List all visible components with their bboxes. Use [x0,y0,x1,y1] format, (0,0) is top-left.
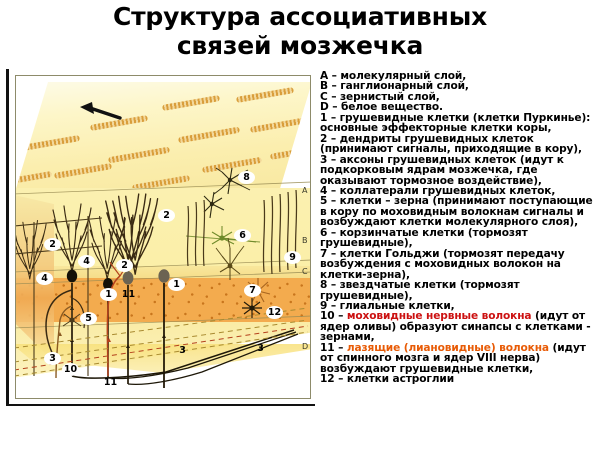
legend-item-9: 9 – глиальные клетки, [320,299,455,312]
direction-arrow [80,102,122,120]
legend-item-a: A – молекулярный слой, [320,70,467,82]
marker-12: 12 [266,306,283,319]
marker-2-c: 2 [158,209,175,222]
golgi-cell [215,237,245,280]
legend-item-11-prefix: 11 – [320,341,347,354]
layer-letter-c: C [302,267,308,276]
marker-7: 7 [244,284,261,297]
layer-letter-a: A [302,186,308,195]
title-line-2: связей мозжечка [176,31,424,60]
marker-3-a: 3 [44,352,61,365]
marker-6: 6 [234,229,251,242]
title-line-1: Структура ассоциативных [112,2,488,31]
purkinje-axons-white-matter [71,329,299,386]
layer-letter-b: B [302,236,308,245]
legend-item-5: 5 – клетки – зерна (принимают поступающи… [320,195,593,229]
legend-item-b: B – ганглионарный слой, [320,80,469,93]
marker-10: 10 [62,363,79,376]
legend-item-d: D – белое вещество. [320,101,443,114]
legend-item-10: 10 – моховидные нервные волокна (идут от… [320,311,596,342]
legend-item-10-suffix: (идут от ядер оливы) образуют синапсы с … [320,310,591,344]
legend-item-12: 12 – клетки астроглии [320,373,455,386]
purkinje-cell-group-left [16,203,92,376]
legend-item-4: 4 – коллатерали грушевидных клеток, [320,184,556,197]
marker-2-left: 2 [44,238,61,251]
legend-item-3: 3 – аксоны грушевидных клеток (идут к по… [320,153,564,187]
molecular-layer [16,188,310,266]
marker-11-b: 11 [103,376,118,388]
granular-layer [16,278,310,322]
marker-3-c: 3 [257,342,264,354]
legend-item-11-suffix: (идут от спинного мозга и ядер VIII нерв… [320,341,586,375]
marker-3-b: 3 [179,344,186,356]
legend-item-1: 1 – грушевидные клетки (клетки Пуркинье)… [320,111,591,135]
marker-11-a: 11 [121,288,136,300]
marker-1-b: 1 [168,278,185,291]
legend-item-7: 7 – клетки Гольджи (тормозят передачу во… [320,247,565,281]
collateral-fibers [16,216,103,376]
legend-item-11: 11 – лазящие (лиановидные) волокна (идут… [320,341,596,375]
climbing-fiber-dashed [16,325,309,371]
diagram-canvas: 2 4 4 2 2 8 6 9 1 11 1 7 12 5 3 10 11 3 … [15,75,311,399]
marker-4-a: 4 [36,272,53,285]
layer-letter-d: D [302,342,309,351]
legend: A – молекулярный слой, B – ганглионарный… [320,70,596,386]
legend-item-10-prefix: 10 – [320,310,347,323]
basket-cell [185,226,261,245]
legend-item-8: 8 – звездчатые клетки (тормозят грушевид… [320,279,520,302]
cerebellum-diagram: 2 4 4 2 2 8 6 9 1 11 1 7 12 5 3 10 11 3 … [6,69,315,406]
legend-item-2: 2 – дендриты грушевидных клеток (принима… [320,132,582,156]
astroglia-cell [242,298,262,318]
stellate-cell [203,191,225,219]
neuron-overlay [16,102,310,388]
marker-9: 9 [284,251,301,264]
glial-cell-group [186,189,298,275]
legend-item-6: 6 – корзинчатые клетки (тормозят грушеви… [320,226,528,250]
marker-2-b: 2 [116,259,133,272]
marker-1-a: 1 [100,288,117,301]
page-title: Структура ассоциативных связей мозжечка [0,2,600,60]
cortex-top-surface [16,82,310,202]
legend-item-11-highlight: лазящие (лиановидные) волокна [346,341,549,354]
legend-item-10-highlight: моховидные нервные волокна [346,310,532,323]
marker-4-b: 4 [78,255,95,268]
marker-8: 8 [238,171,255,184]
marker-5: 5 [80,312,97,325]
granule-cell [62,308,82,327]
legend-item-c: C – зернистый слой, [320,90,440,103]
